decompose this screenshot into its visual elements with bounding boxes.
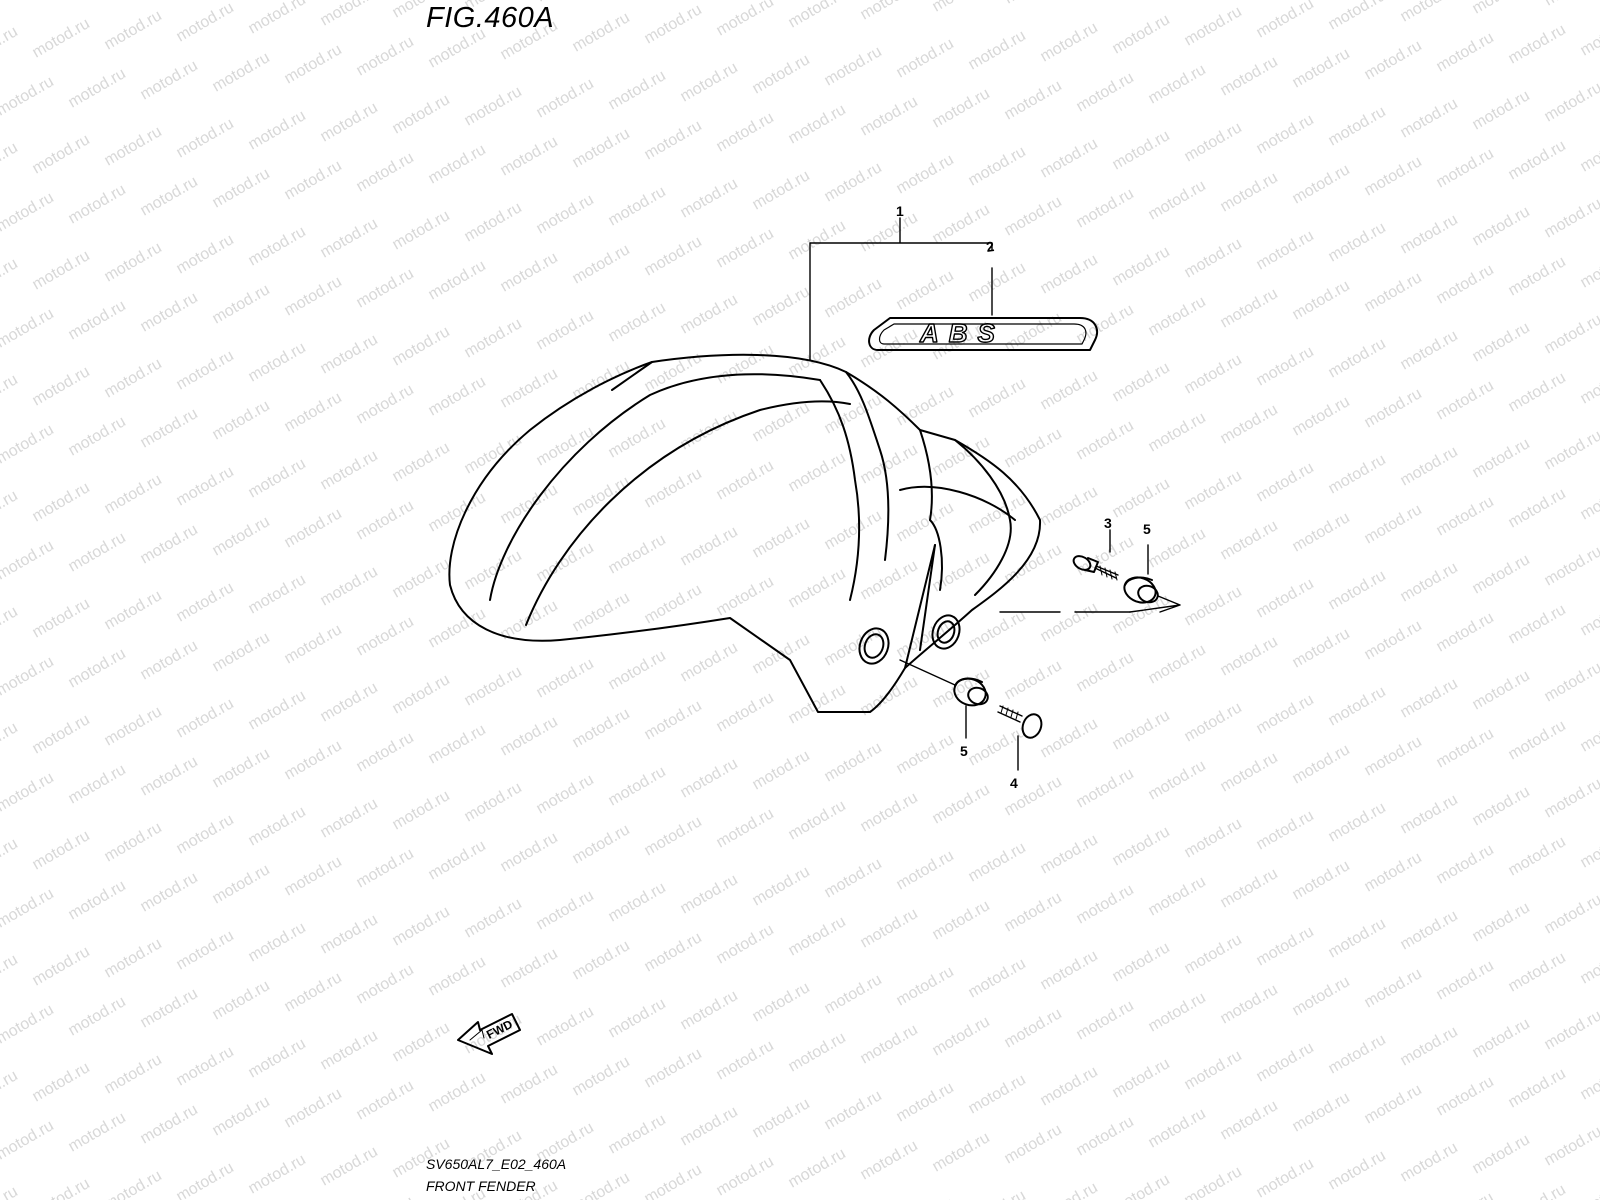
callout-1[interactable]: 1 — [896, 203, 904, 219]
abs-emblem-text: ABS — [919, 318, 1005, 348]
cushion-icon[interactable] — [1121, 573, 1160, 606]
bolt-icon[interactable] — [997, 705, 1045, 740]
flange-bolt-icon[interactable] — [1071, 553, 1119, 581]
figure-title: FIG.460A — [426, 2, 555, 34]
model-code: SV650AL7_E02_460A — [426, 1156, 567, 1172]
callout-labels: 1 2 3 4 5 5 — [896, 203, 1151, 791]
cushion-icon[interactable] — [951, 674, 991, 709]
fwd-label: FWD — [484, 1017, 515, 1042]
leader-lines — [809, 217, 1181, 771]
callout-5[interactable]: 5 — [1143, 521, 1151, 537]
forward-arrow-icon: FWD — [457, 1013, 521, 1055]
callout-3[interactable]: 3 — [1104, 515, 1112, 531]
callout-5[interactable]: 5 — [960, 743, 968, 759]
callout-2[interactable]: 2 — [985, 238, 995, 255]
part-group-name: FRONT FENDER — [426, 1178, 536, 1194]
front-fender[interactable] — [448, 353, 1042, 713]
callout-4[interactable]: 4 — [1010, 775, 1018, 791]
abs-emblem[interactable]: ABS — [868, 317, 1099, 351]
